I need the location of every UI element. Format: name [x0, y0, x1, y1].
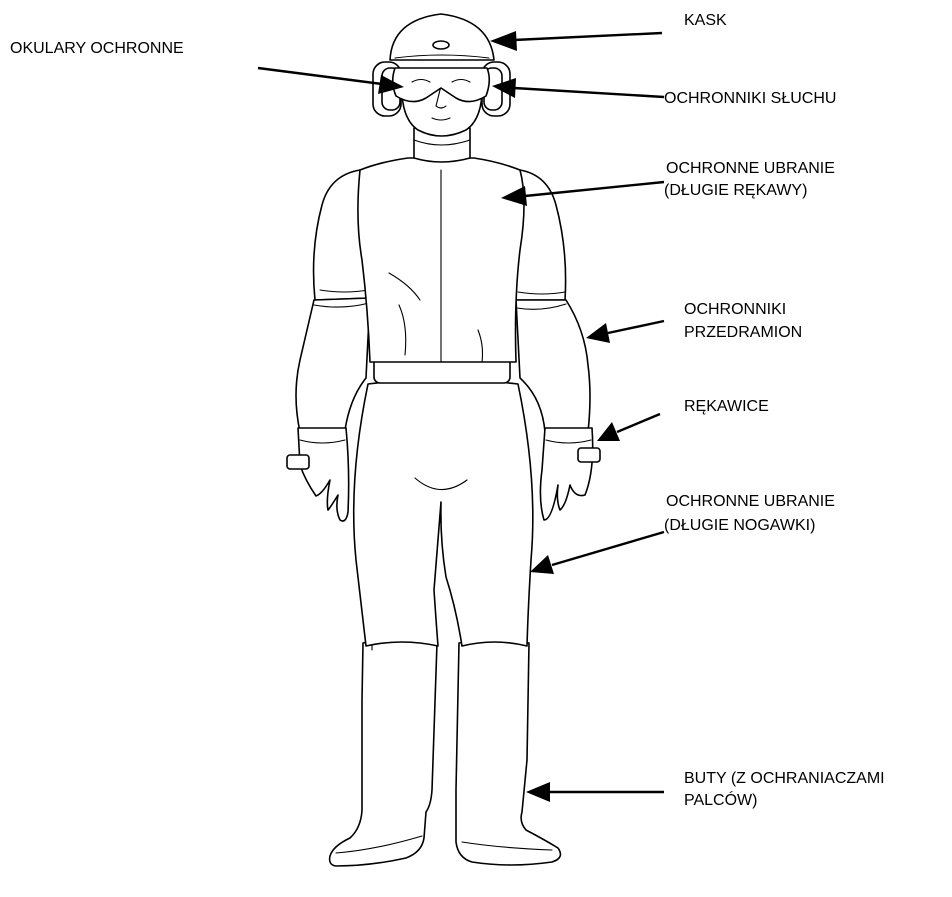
label-przedramion-line1: OCHRONNIKI: [684, 301, 786, 318]
right-glove: [540, 428, 600, 520]
label-kask: KASK: [684, 12, 727, 29]
right-boot: [456, 640, 560, 866]
label-ochronniki-sluchu: OCHRONNIKI SŁUCHU: [664, 90, 836, 107]
arrow-ubranie-nogawki: [530, 532, 664, 574]
trousers: [354, 380, 533, 647]
helmet: [390, 14, 494, 60]
label-buty-line2: PALCÓW): [684, 790, 757, 809]
label-ubranie-rekawy-line2: (DŁUGIE RĘKAWY): [664, 182, 807, 199]
left-glove: [287, 428, 349, 521]
worker-figure: [287, 14, 600, 866]
label-przedramion-line2: PRZEDRAMION: [684, 324, 802, 341]
jacket: [358, 158, 524, 362]
label-rekawice: RĘKAWICE: [684, 398, 769, 415]
label-ubranie-nogawki-line1: OCHRONNE UBRANIE: [666, 493, 835, 510]
arrow-kask: [490, 31, 662, 51]
label-ubranie-nogawki-line2: (DŁUGIE NOGAWKI): [664, 517, 815, 534]
arrow-ochronniki-sluchu: [492, 78, 664, 98]
left-boot: [330, 640, 437, 867]
label-okulary-ochronne: OKULARY OCHRONNE: [10, 40, 184, 57]
arrow-buty: [526, 782, 664, 802]
label-buty-line1: BUTY (Z OCHRANIACZAMI: [684, 770, 885, 787]
right-arm: [516, 170, 590, 432]
label-ubranie-rekawy-line1: OCHRONNE UBRANIE: [666, 160, 835, 177]
arrow-przedramion: [586, 321, 664, 343]
arrow-rekawice: [597, 414, 660, 441]
